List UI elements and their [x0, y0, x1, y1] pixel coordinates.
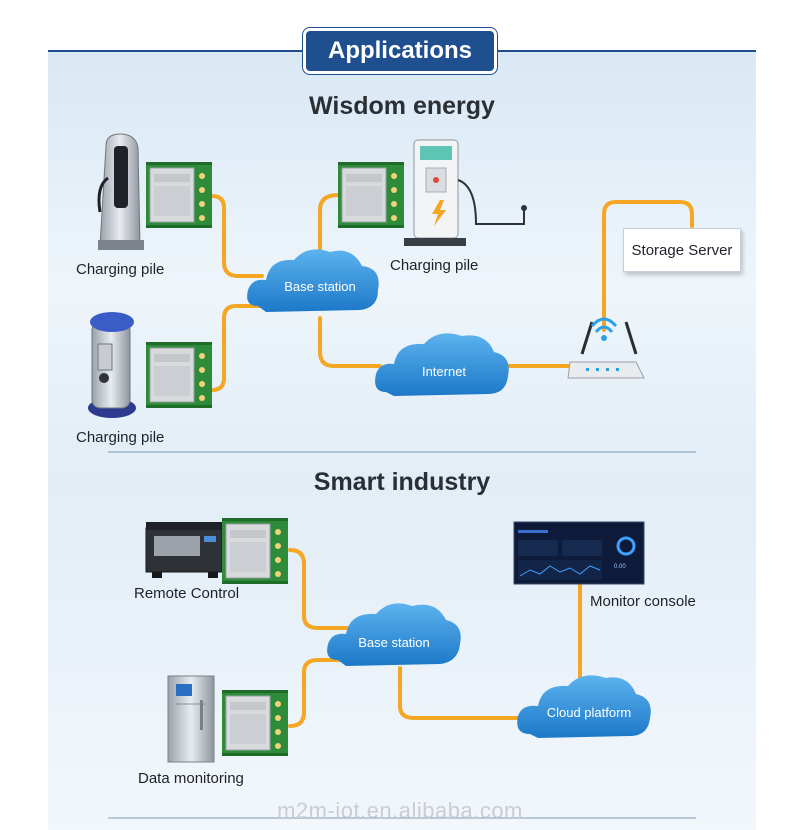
charging-pile-label-3: Charging pile: [390, 257, 479, 274]
iot-module-3: [337, 161, 405, 229]
cloud-base-station-energy: [247, 249, 379, 312]
iot-module-4: [221, 517, 289, 585]
link-datamon-base: [288, 658, 342, 728]
cloud-internet: [375, 333, 509, 396]
base-station-label-energy: Base station: [284, 279, 356, 294]
iot-module-5: [221, 689, 289, 757]
page-title: Applications: [327, 37, 472, 64]
link-base-internet: [318, 316, 382, 368]
iot-module-2: [145, 341, 213, 409]
connectors-energy: [210, 193, 694, 392]
section-title-energy: Wisdom energy: [309, 92, 495, 120]
cloud-base-station-industry: [327, 603, 461, 666]
charging-pile-label-1: Charging pile: [76, 261, 165, 278]
storage-server-label: Storage Server: [631, 241, 733, 259]
charging-pile-3-icon: [404, 139, 527, 246]
section-title-industry: Smart industry: [313, 468, 491, 496]
internet-label: Internet: [421, 364, 467, 379]
link-pile3-base: [318, 193, 340, 260]
monitor-console-icon: 0.00: [513, 521, 645, 585]
link-base-cloud: [398, 666, 526, 720]
page-title-banner: Applications: [306, 31, 494, 71]
link-pile1-base: [210, 194, 264, 278]
remote-control-label: Remote Control: [134, 585, 240, 602]
monitor-console-label: Monitor console: [590, 593, 696, 610]
remote-control-icon: [145, 522, 223, 578]
base-station-label-industry: Base station: [358, 635, 430, 650]
storage-server-node: Storage Server: [623, 228, 741, 272]
router-icon: [567, 317, 645, 379]
iot-module-1: [145, 161, 213, 229]
link-pile2-base: [210, 304, 264, 392]
link-remote-base: [288, 548, 354, 630]
charging-pile-label-2: Charging pile: [76, 429, 165, 446]
watermark: m2m-iot.en.alibaba.com: [277, 798, 523, 823]
data-monitoring-label: Data monitoring: [138, 770, 244, 787]
link-router-server: [602, 200, 694, 332]
cloud-platform-label: Cloud platform: [546, 705, 632, 720]
charging-pile-2-icon: [88, 312, 136, 418]
connectors-industry: [288, 548, 582, 728]
charging-pile-1-icon: [97, 133, 144, 250]
monitor-readout: 0.00: [614, 564, 626, 570]
cloud-cloud-platform: [517, 675, 651, 738]
data-monitoring-icon: [167, 675, 215, 763]
